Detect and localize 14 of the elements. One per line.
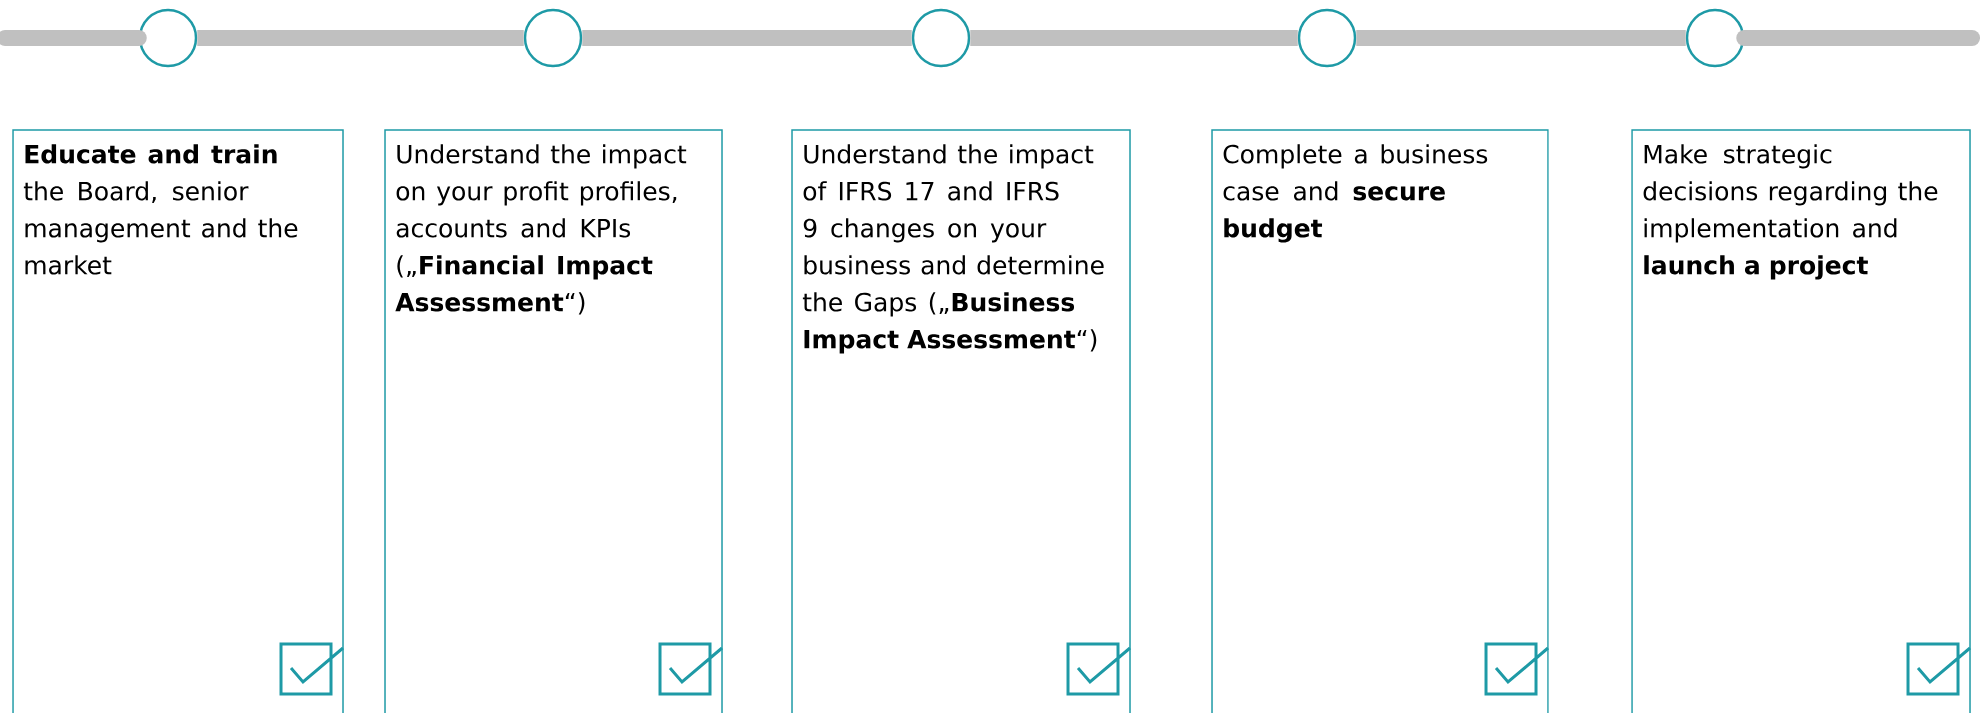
timeline-segment [1356,30,1686,46]
step-circle [523,8,583,68]
step-card: Educate and train the Board, senior management and the market [12,129,344,713]
timeline-segment [197,30,524,46]
step-circle [1297,8,1357,68]
timeline-segment [582,30,912,46]
step-card: Complete a business case and secure budget [1211,129,1549,713]
step-circle [1685,8,1745,68]
timeline-segment [970,30,1298,46]
step-card: Understand the impact of IFRS 17 and IFRS 9 changes on your business and determine the Gaps („Business Impact Assessment“) [791,129,1131,713]
step-card: Make strategic decisions regarding the implementation and launch a project [1631,129,1971,713]
step-circle [138,8,198,68]
step-card: Understand the impact on your profit profiles, accounts and KPIs („Financial Impact Assessment“) [384,129,723,713]
step-circle [911,8,971,68]
